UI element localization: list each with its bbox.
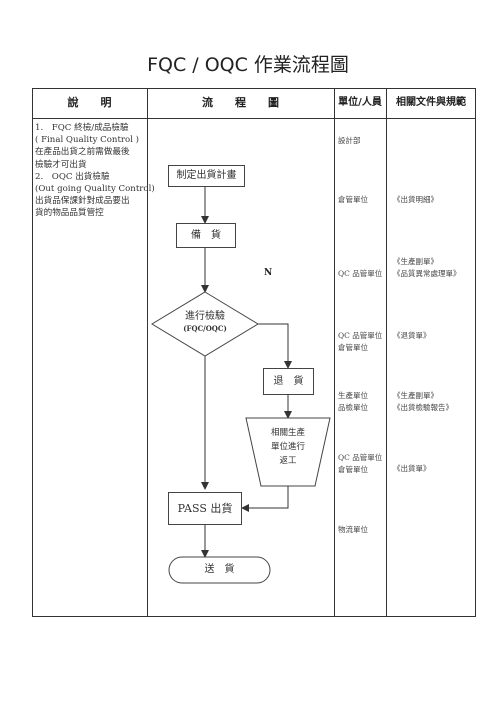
description-line: 2. OQC 出貨檢驗 <box>35 171 110 182</box>
description-line: 檢驗才可出貨 <box>35 159 87 170</box>
description-line: 出貨品保課針對成品要出 <box>35 196 130 207</box>
document-entry: 《出貨單》 <box>393 464 431 473</box>
header-documents: 相關文件與規範 <box>396 97 466 108</box>
description-text: 1. FQC 終檢/成品檢驗 ( Final Quality Control )… <box>35 122 155 220</box>
column-divider <box>386 88 387 617</box>
return-goods-box: 退 貨 <box>263 368 314 395</box>
document-entry: 《退貨單》 <box>393 331 431 340</box>
unit-entry: 生產單位 品檢單位 <box>338 391 368 412</box>
header-description: 說 明 <box>67 96 112 109</box>
description-line: 在產品出貨之前需做最後 <box>35 147 130 158</box>
rework-shape <box>245 417 331 487</box>
unit-entry: QC 品管單位 <box>338 269 383 278</box>
unit-entry: QC 品管單位 倉管單位 <box>338 453 383 474</box>
description-line: 貨的物品品質管控 <box>35 208 104 219</box>
document-entry: 《生產副單》 《品質異常處理單》 <box>393 257 461 278</box>
description-line: (Out going Quality Control) <box>35 184 155 195</box>
no-branch-label: N <box>264 268 273 278</box>
header-divider <box>32 118 476 119</box>
unit-entry: 設計部 <box>338 136 361 145</box>
inspection-label: 進行檢驗 (FQC/OQC) <box>183 311 227 333</box>
description-line: ( Final Quality Control ) <box>35 135 140 146</box>
prepare-goods-box: 備 貨 <box>176 223 236 248</box>
pass-shipment-box: PASS 出貨 <box>168 492 242 525</box>
deliver-terminator <box>168 556 271 584</box>
column-divider <box>147 88 148 617</box>
document-entry: 《生產副單》 《出貨檢驗報告》 <box>393 391 453 412</box>
deliver-label: 送 貨 <box>204 564 235 575</box>
inspection-decision-diamond <box>151 291 259 357</box>
rework-label: 相關生產 單位進行 返工 <box>270 428 305 466</box>
header-unit: 單位/人員 <box>338 97 382 108</box>
flowchart-table <box>32 88 476 617</box>
description-line: 1. FQC 終檢/成品檢驗 <box>35 123 129 133</box>
unit-entry: QC 品管單位 倉管單位 <box>338 331 383 352</box>
page-title: FQC / OQC 作業流程圖 <box>147 54 349 76</box>
unit-entry: 物流單位 <box>338 525 368 534</box>
header-flowchart: 流 程 圖 <box>202 96 279 109</box>
plan-shipment-box: 制定出貨計畫 <box>168 165 245 187</box>
unit-entry: 倉管單位 <box>338 195 368 204</box>
column-divider <box>334 88 335 617</box>
document-entry: 《出貨明細》 <box>393 195 438 204</box>
